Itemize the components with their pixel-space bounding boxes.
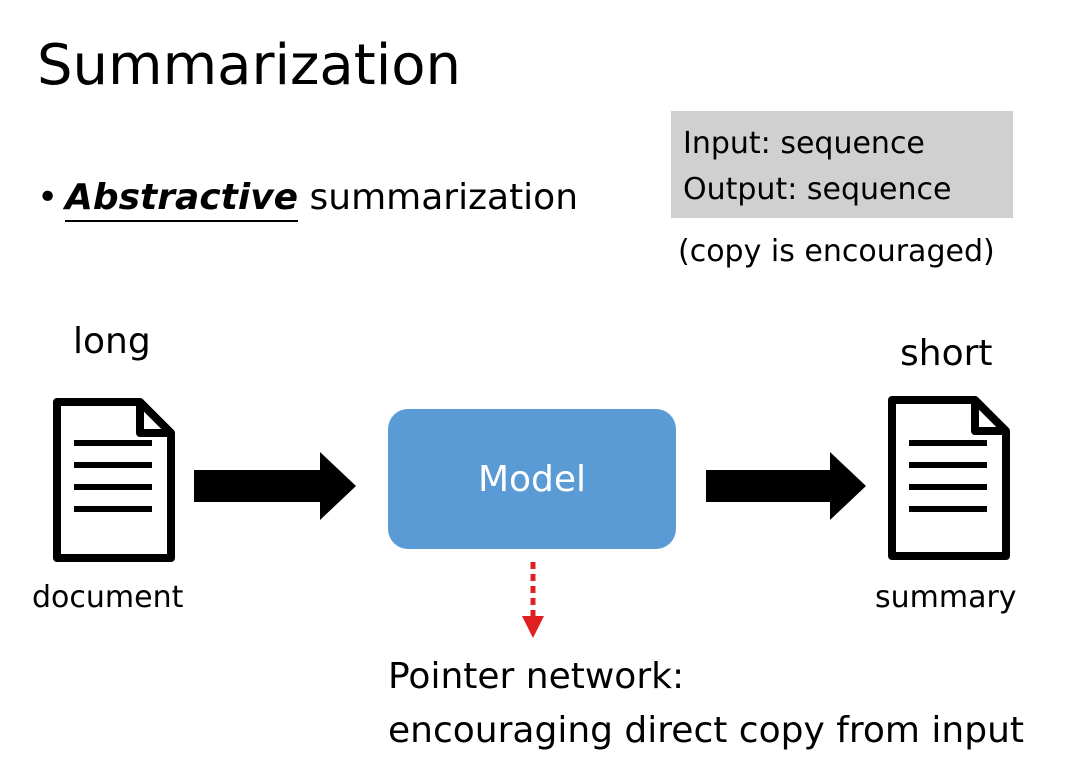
slide-title: Summarization xyxy=(37,33,462,98)
bullet-abstractive-summarization: •Abstractive summarization xyxy=(37,174,578,222)
arrow-right-icon xyxy=(194,452,356,520)
pointer-network-description: encouraging direct copy from input xyxy=(388,710,1025,751)
pointer-network-title: Pointer network: xyxy=(388,656,685,697)
io-input-text: Input: sequence xyxy=(683,126,925,161)
io-output-text: Output: sequence xyxy=(683,172,952,207)
label-long: long xyxy=(73,321,151,362)
bullet-marker: • xyxy=(37,177,59,218)
dotted-arrow-down-icon xyxy=(522,562,544,638)
label-summary: summary xyxy=(875,580,1017,615)
abstractive-emphasis: Abstractive xyxy=(65,177,299,222)
bullet-rest-text: summarization xyxy=(298,177,579,218)
label-document: document xyxy=(32,580,184,615)
label-short: short xyxy=(900,333,993,374)
model-box: Model xyxy=(388,409,676,549)
pointer-network-text: Pointer network: encouraging direct copy… xyxy=(388,650,1024,758)
document-icon xyxy=(53,398,175,562)
copy-note: (copy is encouraged) xyxy=(678,234,995,269)
model-label: Model xyxy=(477,458,587,500)
document-icon xyxy=(888,396,1010,560)
arrow-right-icon xyxy=(706,452,866,520)
io-box: Input: sequence Output: sequence xyxy=(671,111,1013,218)
